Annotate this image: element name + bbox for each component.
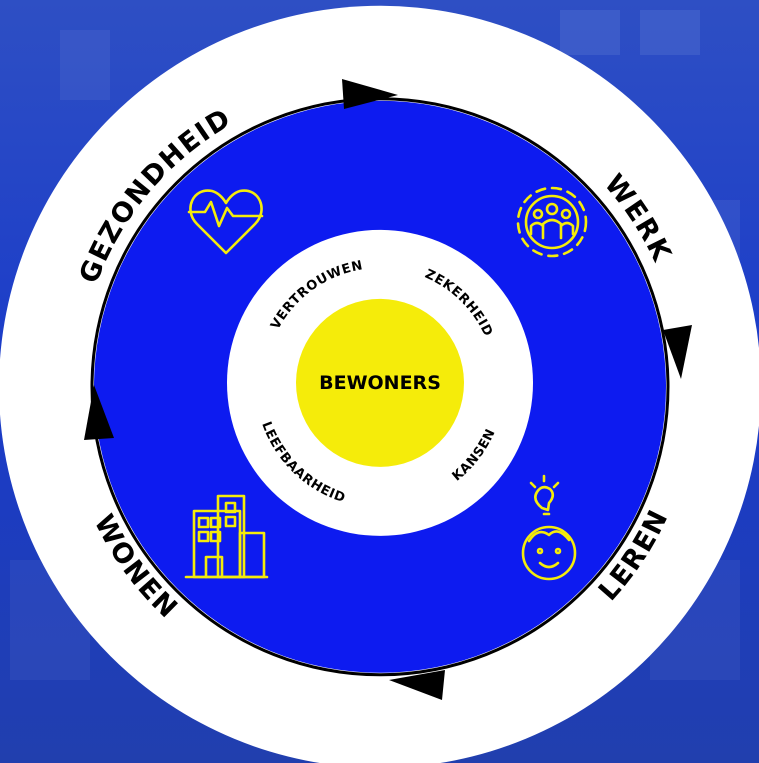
center-label: BEWONERS	[319, 372, 441, 394]
arrow-left	[84, 385, 114, 440]
center-circle	[296, 298, 464, 467]
arrow-top	[342, 79, 398, 109]
arrow-right	[663, 325, 692, 379]
arrow-bottom	[389, 670, 445, 700]
heart-pulse-icon	[187, 189, 264, 255]
buildings-icon	[184, 494, 269, 579]
team-gear-icon	[516, 186, 588, 258]
idea-person-icon	[521, 474, 577, 581]
